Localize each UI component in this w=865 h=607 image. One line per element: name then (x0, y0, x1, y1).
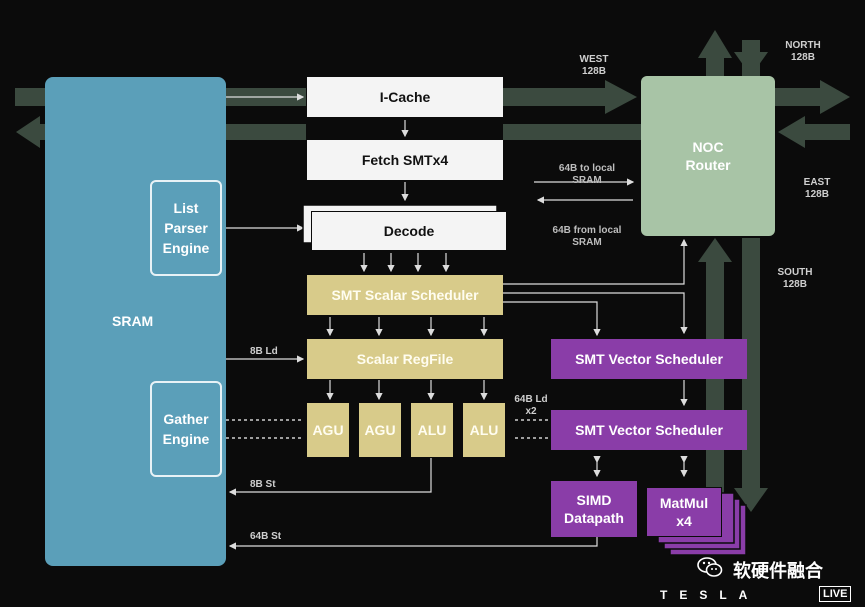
fetch-block: Fetch SMTx4 (307, 140, 503, 180)
decode-block: Decode (311, 211, 507, 251)
noc-router: NOC Router (641, 76, 775, 236)
smt-scalar-scheduler: SMT Scalar Scheduler (307, 275, 503, 315)
sram-block (45, 77, 226, 566)
st-8b-label: 8B St (250, 479, 276, 490)
dashed-links (226, 419, 550, 439)
matmul-block: MatMul x4 (646, 487, 722, 537)
gather-engine: Gather Engine (150, 381, 222, 477)
smt-vector-scheduler-2: SMT Vector Scheduler (551, 410, 747, 450)
to-local-sram-label: 64B to local SRAM (558, 163, 616, 186)
south-label: SOUTH 128B (777, 267, 813, 290)
list-parser-engine: List Parser Engine (150, 180, 222, 276)
tesla-logo: TESLA (660, 588, 760, 602)
scalar-regfile: Scalar RegFile (307, 339, 503, 379)
live-badge: LIVE (819, 586, 852, 602)
watermark-text: 软硬件融合 (733, 561, 823, 581)
alu-unit-2: ALU (463, 403, 505, 457)
east-label: EAST 128B (803, 177, 831, 200)
wechat-icon (697, 557, 723, 577)
sram-label: SRAM (112, 313, 154, 329)
alu-unit-1: ALU (411, 403, 453, 457)
west-label: WEST 128B (579, 54, 609, 77)
signal-arrows (226, 93, 688, 550)
bidirectional-arrows (593, 456, 688, 478)
from-local-sram-label: 64B from local SRAM (552, 225, 622, 248)
agu-unit-2: AGU (359, 403, 401, 457)
st-64b-label: 64B St (250, 531, 282, 542)
smt-vector-scheduler-1: SMT Vector Scheduler (551, 339, 747, 379)
north-label: NORTH 128B (785, 40, 821, 63)
simd-datapath: SIMD Datapath (551, 481, 637, 537)
ld-8b-label: 8B Ld (250, 346, 278, 357)
agu-unit-1: AGU (307, 403, 349, 457)
bus-arrows (15, 30, 850, 542)
icache-block: I-Cache (307, 77, 503, 117)
ld-64b-label: 64B Ld x2 (514, 394, 548, 417)
